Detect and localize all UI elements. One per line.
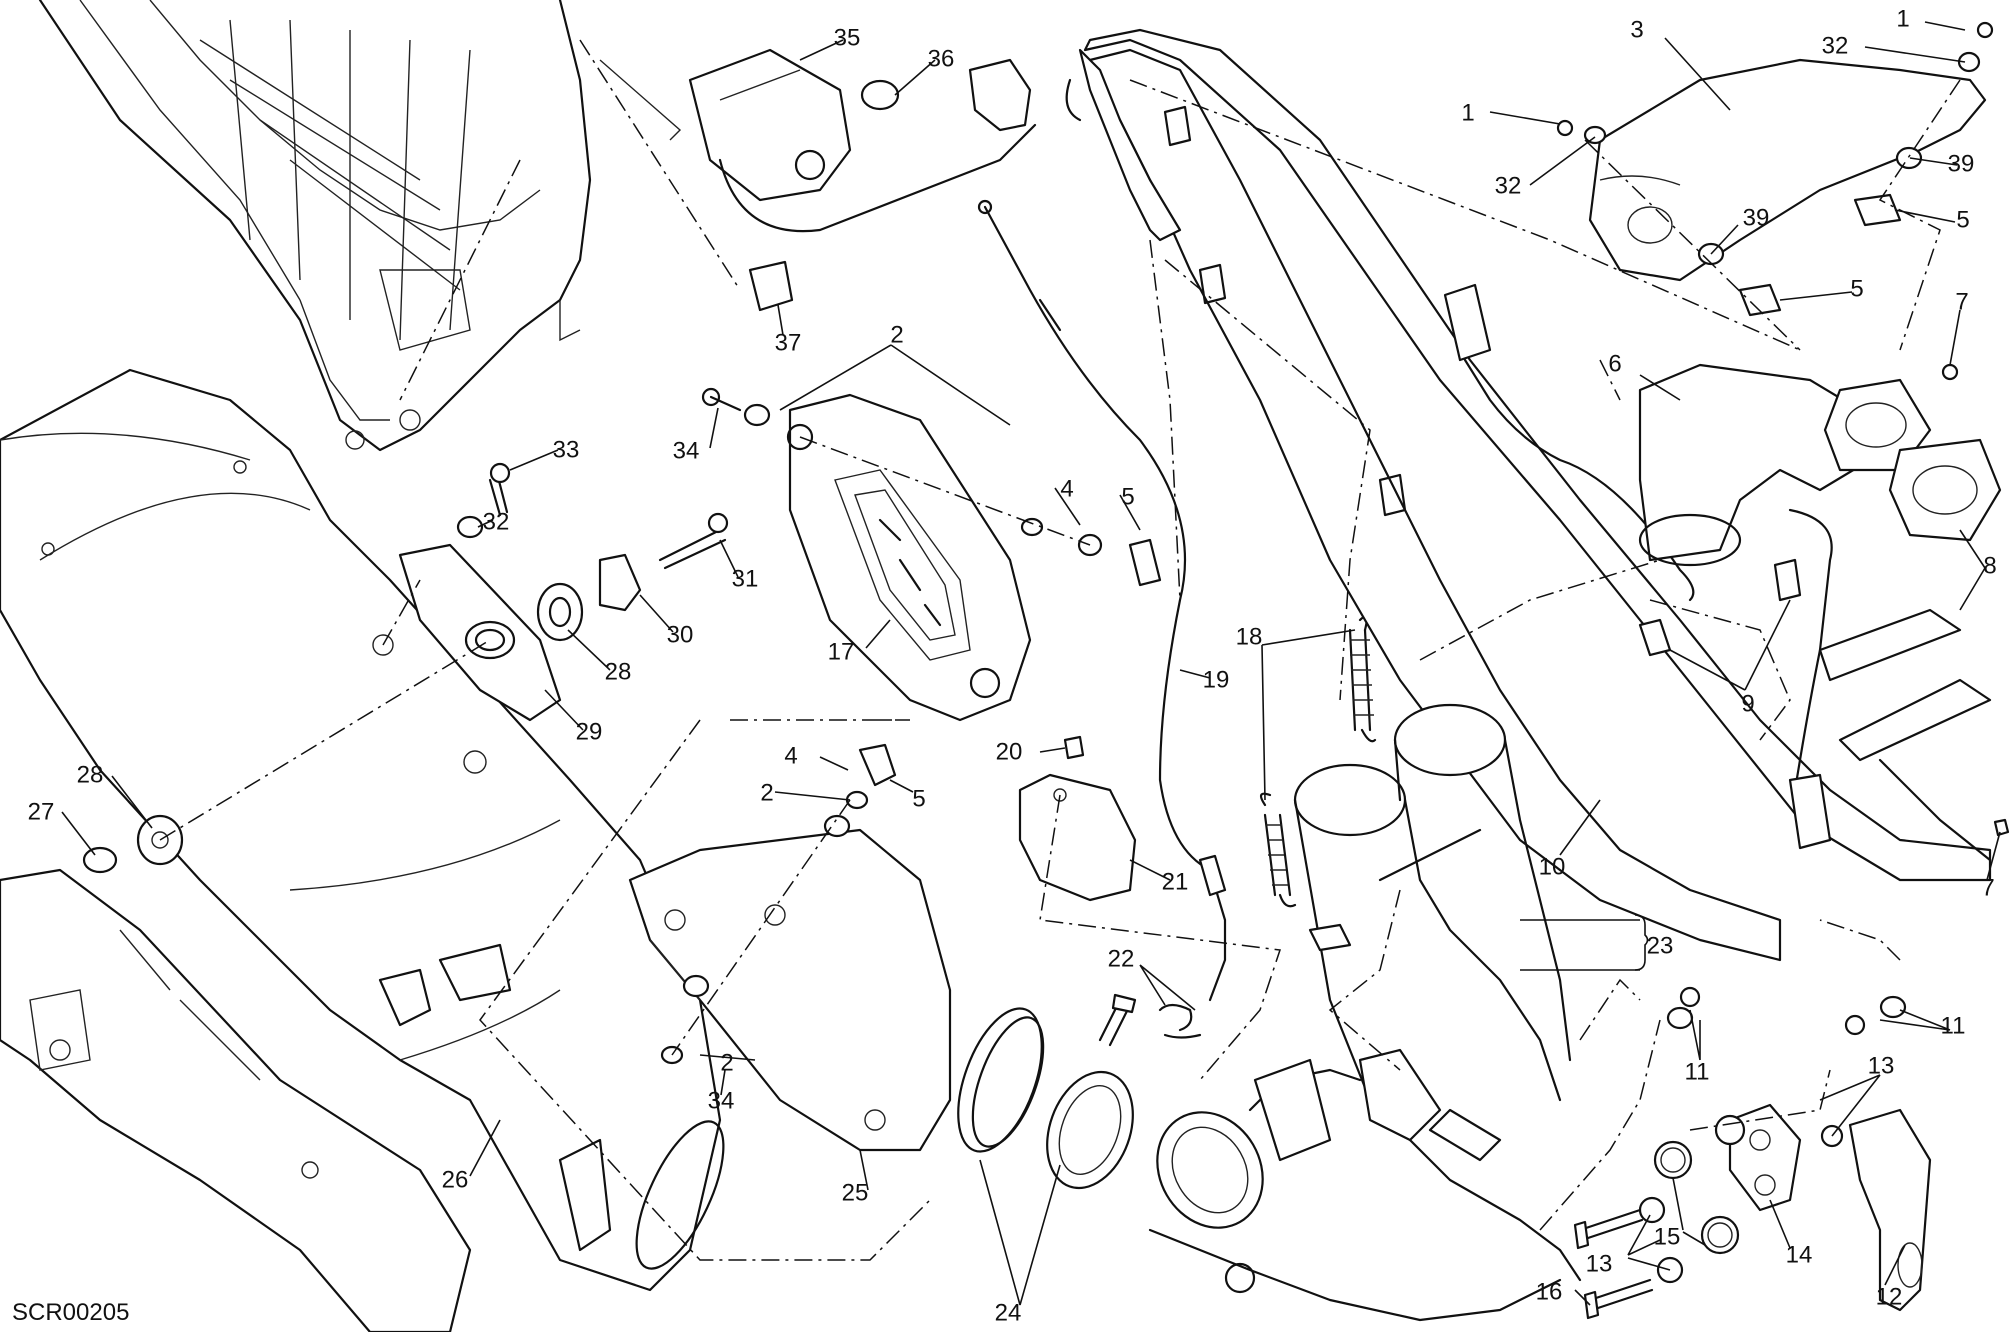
callout-1: 1 bbox=[1461, 99, 1474, 126]
callout-1: 1 bbox=[1896, 5, 1909, 32]
callout-13: 13 bbox=[1586, 1250, 1613, 1277]
callout-21: 21 bbox=[1162, 868, 1189, 895]
callout-36: 36 bbox=[928, 45, 955, 72]
callout-32: 32 bbox=[1822, 32, 1849, 59]
callout-27: 27 bbox=[28, 798, 55, 825]
muffler bbox=[0, 368, 725, 1292]
collector-pipe bbox=[1293, 703, 1582, 1282]
callout-37: 37 bbox=[775, 329, 802, 356]
frame-structure bbox=[38, 0, 682, 452]
callout-24: 24 bbox=[995, 1299, 1022, 1326]
callout-39: 39 bbox=[1743, 204, 1770, 231]
callout-28: 28 bbox=[605, 658, 632, 685]
front-collector bbox=[1148, 1058, 1562, 1322]
callout-5: 5 bbox=[1850, 275, 1863, 302]
callout-26: 26 bbox=[442, 1166, 469, 1193]
front-header bbox=[1638, 363, 2010, 862]
exhaust-headers bbox=[1065, 28, 1992, 962]
callout-39: 39 bbox=[1948, 150, 1975, 177]
callout-34: 34 bbox=[708, 1087, 735, 1114]
exhaust-clamps bbox=[957, 993, 1137, 1190]
exhaust-valve-actuator bbox=[688, 48, 1037, 312]
heat-shield-rear bbox=[1556, 21, 1994, 317]
callout-6: 6 bbox=[1608, 350, 1621, 377]
heat-shield-lower bbox=[628, 743, 952, 1152]
callout-4: 4 bbox=[784, 742, 797, 769]
callout-33: 33 bbox=[553, 436, 580, 463]
callout-12: 12 bbox=[1876, 1283, 1903, 1310]
callout-7: 7 bbox=[1981, 874, 1994, 901]
leader-lines bbox=[61, 21, 2001, 1306]
callout-8: 8 bbox=[1983, 552, 1996, 579]
callout-31: 31 bbox=[732, 565, 759, 592]
callout-17: 17 bbox=[828, 638, 855, 665]
callout-19: 19 bbox=[1203, 666, 1230, 693]
diagram-code: SCR00205 bbox=[12, 1299, 129, 1326]
callout-3: 3 bbox=[1630, 16, 1643, 43]
callout-14: 14 bbox=[1786, 1241, 1813, 1268]
callout-5: 5 bbox=[1956, 206, 1969, 233]
callout-23: 23 bbox=[1647, 932, 1674, 959]
callout-22: 22 bbox=[1108, 945, 1135, 972]
heat-shield-upper bbox=[701, 387, 1162, 722]
callout-20: 20 bbox=[996, 738, 1023, 765]
callout-5: 5 bbox=[1121, 483, 1134, 510]
callout-35: 35 bbox=[834, 24, 861, 51]
callout-18: 18 bbox=[1236, 623, 1263, 650]
muffler-mount bbox=[82, 462, 729, 874]
callout-34: 34 bbox=[673, 437, 700, 464]
callout-32: 32 bbox=[483, 508, 510, 535]
callout-11: 11 bbox=[1941, 1012, 1966, 1039]
callout-10: 10 bbox=[1539, 853, 1566, 880]
springs bbox=[1259, 615, 1377, 908]
callout-29: 29 bbox=[576, 718, 603, 745]
alignment-lines bbox=[159, 39, 1961, 1261]
callout-32: 32 bbox=[1495, 172, 1522, 199]
callout-15: 15 bbox=[1654, 1223, 1681, 1250]
callout-11: 11 bbox=[1685, 1058, 1710, 1085]
callout-2: 2 bbox=[720, 1049, 733, 1076]
rider-footrest-plate bbox=[1573, 986, 1932, 1320]
cover bbox=[1018, 735, 1137, 902]
callout-9: 9 bbox=[1741, 690, 1754, 717]
valve-cable bbox=[977, 199, 1227, 1002]
lambda-sensors bbox=[1443, 283, 1833, 850]
callout-30: 30 bbox=[667, 621, 694, 648]
callout-13: 13 bbox=[1868, 1052, 1895, 1079]
callout-25: 25 bbox=[842, 1179, 869, 1206]
callout-2: 2 bbox=[890, 321, 903, 348]
callout-7: 7 bbox=[1955, 288, 1968, 315]
callout-2: 2 bbox=[760, 779, 773, 806]
callout-5: 5 bbox=[912, 785, 925, 812]
callout-4: 4 bbox=[1060, 475, 1073, 502]
callout-16: 16 bbox=[1536, 1278, 1563, 1305]
callout-28: 28 bbox=[77, 761, 104, 788]
footrest-bracket bbox=[0, 868, 472, 1332]
hose-clip bbox=[1158, 1003, 1202, 1039]
